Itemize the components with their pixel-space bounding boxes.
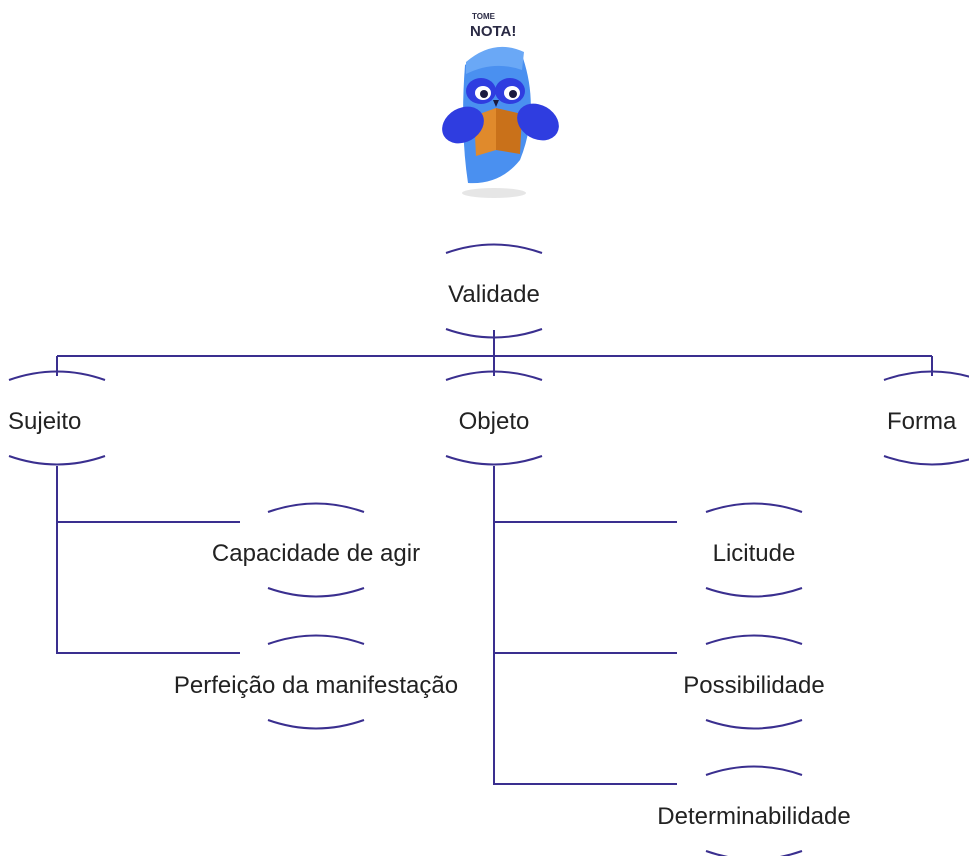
node-validade: Validade [445,243,543,339]
node-determinabilidade-bottom-bracket [705,850,803,856]
node-forma-label: Forma [887,408,957,435]
node-perfeicao: Perfeição da manifestação [174,634,458,730]
node-perfeicao-label: Perfeição da manifestação [174,672,458,699]
node-validade-bottom-bracket [445,328,543,339]
node-objeto-label: Objeto [459,408,530,435]
node-capacidade-label: Capacidade de agir [212,540,420,567]
node-sujeito: Sujeito [8,370,106,466]
owl-icon [442,46,559,198]
node-determinabilidade-top-bracket [705,765,803,776]
node-capacidade-bottom-bracket [267,587,365,598]
node-possibilidade: Possibilidade [683,634,825,730]
node-possibilidade-top-bracket [705,634,803,645]
node-possibilidade-label: Possibilidade [683,672,824,699]
node-licitude-label: Licitude [713,540,796,567]
node-validade-label: Validade [448,281,540,308]
node-objeto: Objeto [445,370,543,466]
node-validade-top-bracket [445,243,543,254]
node-sujeito-top-bracket [8,370,106,381]
node-determinabilidade: Determinabilidade [657,765,851,856]
node-forma-top-bracket [883,370,969,381]
node-determinabilidade-label: Determinabilidade [657,803,850,830]
node-possibilidade-bottom-bracket [705,719,803,730]
node-capacidade-top-bracket [267,502,365,513]
node-perfeicao-bottom-bracket [267,719,365,730]
node-licitude-bottom-bracket [705,587,803,598]
logo-text-line2: NOTA! [470,23,516,40]
connector-lines [56,330,933,785]
node-objeto-top-bracket [445,370,543,381]
node-licitude: Licitude [705,502,803,598]
tome-nota-logo: TOME NOTA! [442,12,559,198]
node-forma-bottom-bracket [883,455,969,466]
node-forma: Forma [883,370,969,466]
sujeito-children-line [56,466,240,654]
node-perfeicao-top-bracket [267,634,365,645]
objeto-children-line [493,466,677,785]
node-sujeito-bottom-bracket [8,455,106,466]
node-objeto-bottom-bracket [445,455,543,466]
logo-text-line1: TOME [472,12,496,21]
node-licitude-top-bracket [705,502,803,513]
node-sujeito-label: Sujeito [8,408,81,435]
node-capacidade: Capacidade de agir [212,502,420,598]
